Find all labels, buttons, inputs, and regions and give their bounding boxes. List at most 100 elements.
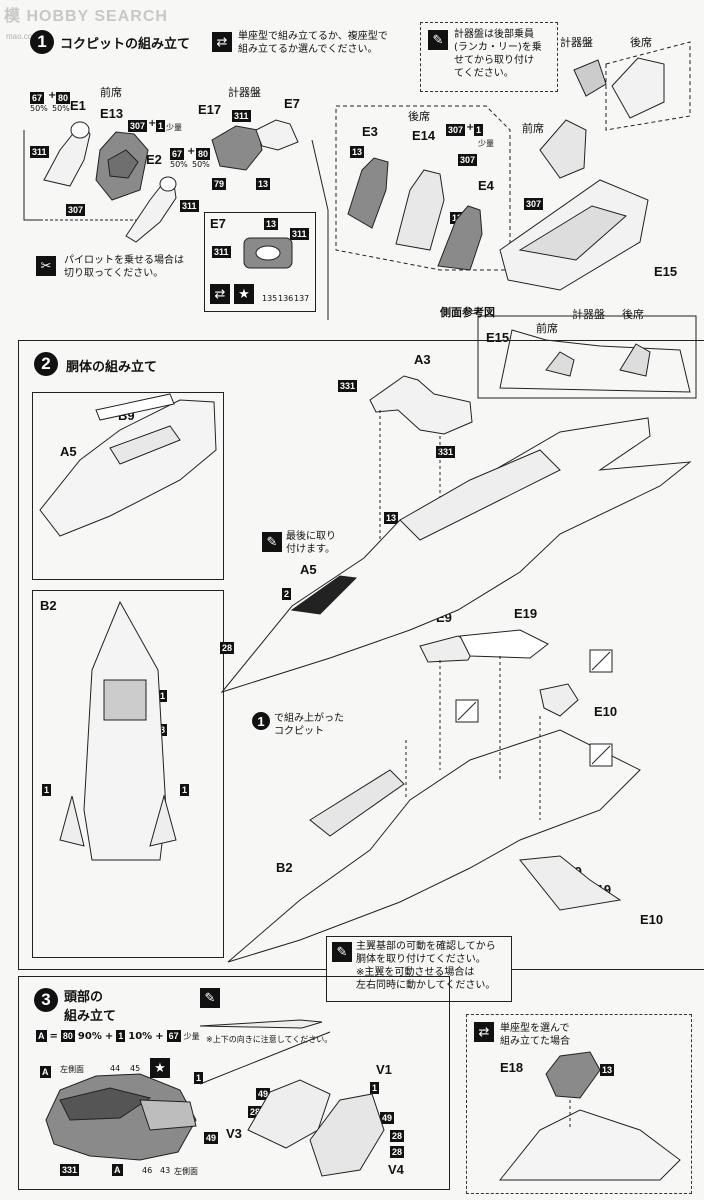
left-side-label: 左側面: [60, 1065, 84, 1074]
part-b2-main: B2: [276, 860, 293, 875]
code-1: 1: [42, 784, 52, 796]
step-3-title: 頭部の 組み立て: [64, 986, 116, 1024]
rear-note-box: [420, 22, 558, 92]
small-amount: 少量: [478, 139, 494, 148]
plus-sign: +: [148, 118, 157, 129]
code-1: 1: [158, 690, 168, 702]
formula-code2: 1: [116, 1030, 126, 1042]
instrument-panel-label: 計器盤: [228, 86, 261, 99]
swap-icon: ⇄: [210, 284, 230, 304]
step-3-title-line-1: 頭部の: [64, 990, 104, 1005]
code-13: 13: [384, 512, 399, 524]
part-e15: E15: [654, 264, 678, 279]
choice-note: 単座型で組み立てるか、複座型で 組み立てるか選んでください。: [238, 30, 388, 56]
code-2: 2: [282, 588, 292, 600]
ratio-a: 50%: [170, 160, 188, 169]
part-a5: A5: [60, 444, 77, 459]
single-seat-box: [466, 1014, 692, 1194]
code-49: 49: [380, 1112, 395, 1124]
inset-b2-label: B2: [40, 598, 57, 613]
part-e2: E2: [146, 152, 162, 167]
part-e10: E10: [594, 704, 618, 719]
section-3-panel: [18, 976, 450, 1190]
pilot-note-line-2: 切り取ってください。: [64, 268, 164, 279]
pilot-cut-icon: ✂: [36, 256, 56, 276]
code-13: 13: [264, 218, 279, 230]
part-e3: E3: [362, 124, 378, 139]
choice-note-line-1: 単座型で組み立てるか、複座型で: [238, 31, 388, 42]
plus-sign: +: [466, 122, 475, 133]
code-307: 307: [66, 204, 86, 216]
part-e1: E1: [70, 98, 86, 113]
rear-seat-label: 後席: [408, 110, 430, 123]
ratio-a: 50%: [30, 104, 48, 113]
formula-note: 少量: [183, 1031, 200, 1041]
section3-artwork: [45, 1019, 681, 1181]
ref-step-1: 1: [252, 712, 270, 730]
cockpit-note: で組み上がった コクピット: [274, 712, 344, 738]
code-1: 1: [370, 1082, 380, 1094]
part-v1: V1: [376, 1062, 392, 1077]
star-icon: ★: [234, 284, 254, 304]
side-view-rear: 後席: [622, 308, 644, 321]
wing-note: 主翼基部の可動を確認してから 胴体を取り付けてください。 ※主翼を可動させる場合…: [356, 940, 496, 992]
wing-note-line-2: 胴体を取り付けてください。: [356, 954, 486, 965]
watermark-text: 模 HOBBY SEARCH: [4, 8, 168, 25]
plus-sign: +: [187, 146, 196, 157]
code-311: 311: [212, 246, 231, 258]
code-1: 1: [194, 1072, 204, 1084]
code-311: 311: [30, 146, 49, 158]
code-331: 331: [436, 446, 456, 458]
cockpit-note-line-1: で組み上がった: [274, 713, 344, 724]
note-brush-icon: ✎: [200, 988, 220, 1008]
decal-45: 45: [130, 1064, 141, 1073]
step-1-number: 1: [30, 30, 54, 54]
code-331: 331: [338, 380, 358, 392]
step-3-title-line-2: 組み立て: [64, 1009, 117, 1024]
decal-137: 137: [294, 294, 310, 303]
formula-code3: 67: [166, 1030, 181, 1042]
side-view-front: 前席: [536, 322, 558, 335]
decal-46: 46: [142, 1166, 153, 1175]
part-a5-main: A5: [300, 562, 317, 577]
part-v3: V3: [226, 1126, 242, 1141]
pilot-note-line-1: パイロットを乗せる場合は: [64, 255, 184, 266]
ratio-b: 50%: [192, 160, 210, 169]
code-79: 79: [212, 178, 227, 190]
e7-detail-box: [204, 212, 316, 312]
code-49: 49: [204, 1132, 219, 1144]
part-e4: E4: [478, 178, 494, 193]
code-307: 307: [128, 120, 148, 132]
code-307: 307: [458, 154, 478, 166]
left-side-label-2: 左側面: [174, 1167, 198, 1176]
code-311: 311: [180, 200, 199, 212]
code-80: 80: [196, 148, 211, 160]
code-307: 307: [446, 124, 466, 136]
code-a: A: [112, 1164, 123, 1176]
part-v4: V4: [388, 1162, 404, 1177]
code-80: 80: [56, 92, 71, 104]
equals-sign: =: [49, 1030, 58, 1042]
step-1-title: コクピットの組み立て: [60, 37, 191, 52]
cockpit-note-line-2: コクピット: [274, 726, 324, 737]
plus-sign: +: [155, 1030, 164, 1042]
plus-sign: +: [48, 90, 57, 101]
code-49: 49: [256, 1088, 271, 1100]
swap-icon: ⇄: [212, 32, 232, 52]
code-28: 28: [220, 642, 235, 654]
formula-code1: 80: [60, 1030, 75, 1042]
front-seat-label-2: 前席: [522, 122, 544, 135]
step-2-title: 胴体の組み立て: [66, 360, 158, 375]
last-note-line-2: 付けます。: [286, 544, 335, 555]
watermark: 模 HOBBY SEARCH mao.com.cn: [4, 2, 168, 44]
code-311: 311: [290, 228, 309, 240]
single-seat-line-1: 単座型を選んで: [500, 1023, 570, 1034]
code-1: 1: [180, 784, 190, 796]
orientation-hint: ※上下の向きに注意してください。: [206, 1035, 333, 1044]
decal-136: 136: [278, 294, 294, 303]
watermark-url: mao.com.cn: [6, 32, 50, 41]
front-seat-label: 前席: [100, 86, 122, 99]
instrument-panel-label-2: 計器盤: [560, 36, 593, 49]
choice-note-line-2: 組み立てるか選んでください。: [238, 44, 378, 55]
code-8: 8: [158, 724, 168, 736]
